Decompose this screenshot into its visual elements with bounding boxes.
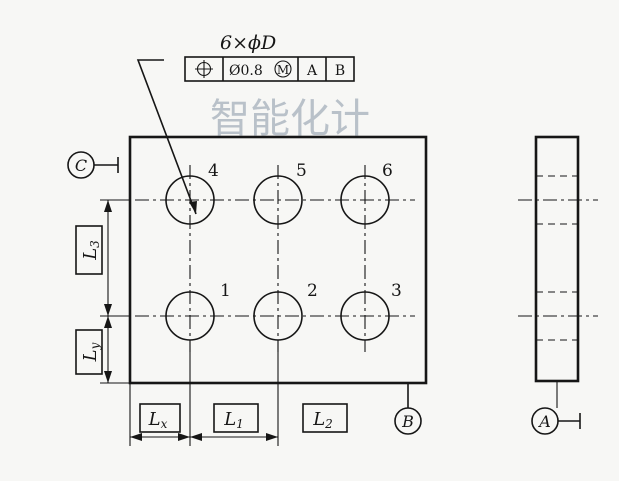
dim-l1: L1 [213, 403, 259, 433]
hole-count-callout: 6×ϕD [220, 32, 276, 54]
dim-l1-symbol: L [223, 409, 236, 430]
dim-lx-subscript: x [161, 417, 168, 431]
hole-6 [340, 175, 390, 225]
datum-a-label: A [537, 412, 551, 431]
hole-number-5: 5 [296, 161, 307, 181]
callout-leader [136, 59, 197, 215]
dim-l2-symbol: L [312, 409, 325, 430]
arrow-l1-left [190, 433, 202, 441]
dim-l3-subscript: 3 [88, 240, 102, 248]
tolerance-value: Ø0.8 [229, 63, 263, 79]
datum-ref-primary: A [306, 63, 318, 79]
dim-l3: L3 [75, 225, 103, 275]
svg-text:Lx: Lx [148, 409, 168, 431]
datum-c-label: C [75, 156, 87, 175]
dim-ly: Ly [75, 329, 103, 375]
svg-text:Ly: Ly [80, 342, 102, 362]
side-view [518, 135, 598, 383]
mmc-modifier: M [277, 63, 289, 77]
svg-text:L1: L1 [223, 409, 244, 431]
dim-l2: L2 [302, 403, 348, 433]
datum-ref-secondary: B [335, 63, 345, 79]
arrow-l3-top [104, 200, 112, 212]
leader-arrowhead [189, 201, 197, 214]
hole-3 [340, 291, 390, 341]
hole-5 [253, 175, 303, 225]
dim-ly-symbol: L [80, 349, 101, 362]
datum-c-symbol: C [67, 151, 119, 179]
hole-number-4: 4 [208, 161, 219, 181]
arrow-ly-top [104, 316, 112, 328]
dim-ly-subscript: y [88, 342, 102, 350]
svg-text:L3: L3 [80, 240, 102, 261]
svg-text:L2: L2 [312, 409, 333, 431]
dim-lx: Lx [139, 403, 181, 433]
dim-l1-subscript: 1 [236, 417, 244, 431]
hole-number-6: 6 [382, 161, 393, 181]
side-view-outline [534, 135, 580, 383]
dim-l2-subscript: 2 [324, 417, 333, 431]
dim-lx-symbol: L [148, 409, 161, 430]
arrow-l1-right [266, 433, 278, 441]
position-icon [195, 60, 213, 78]
arrow-lx-left [130, 433, 142, 441]
datum-a-symbol: A [531, 381, 581, 435]
arrow-l3-bottom [104, 304, 112, 316]
dim-l3-symbol: L [80, 248, 101, 261]
hole-4 [165, 175, 215, 225]
datum-b-label: B [401, 412, 414, 431]
hole-number-1: 1 [220, 281, 231, 301]
hole-number-2: 2 [307, 281, 318, 301]
arrow-ly-bottom [104, 371, 112, 383]
datum-b-symbol: B [394, 382, 422, 435]
arrow-lx-right [178, 433, 190, 441]
feature-control-frame: Ø0.8 M A B [184, 56, 355, 82]
background-text: 智能化计 [210, 96, 370, 142]
hole-number-3: 3 [391, 281, 402, 301]
mmc-modifier-circle [274, 60, 292, 78]
